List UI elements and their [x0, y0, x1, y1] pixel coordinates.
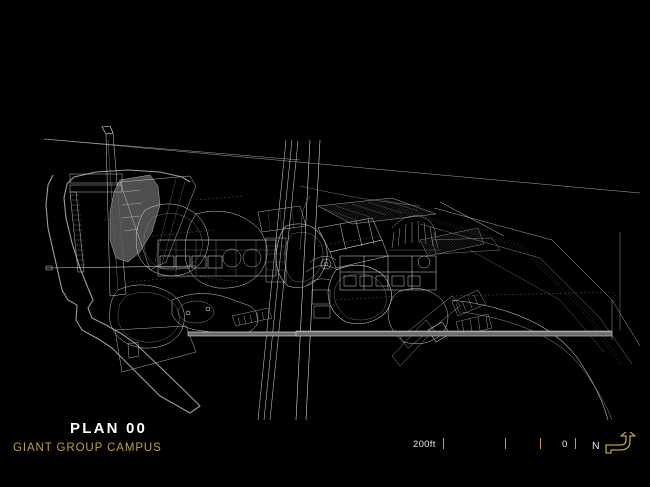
scale-tick [540, 438, 541, 449]
drawing-background [0, 0, 650, 420]
project-subtitle: GIANT GROUP CAMPUS [13, 442, 162, 454]
survey-lines [43, 138, 641, 194]
west-parcel-boundary [45, 169, 201, 414]
north-indicator: N [592, 432, 638, 458]
louvre-teeth [71, 194, 85, 266]
central-road-corridor [257, 139, 321, 420]
plan-linework [43, 125, 641, 420]
scale-zero-label: 0 [562, 439, 568, 450]
site-plan-svg [0, 0, 650, 420]
scale-tick [575, 438, 576, 449]
scale-tick [505, 438, 506, 449]
scale-max-label: 200ft [413, 439, 436, 450]
north-letter-label: N [592, 440, 600, 452]
setback-lines [103, 195, 401, 301]
north-arrow-icon [605, 432, 636, 454]
scale-bar: 200ft 0 [405, 436, 585, 456]
page-title: PLAN 00 [70, 420, 148, 437]
site-plan-drawing [0, 0, 650, 420]
ground-datum-band [187, 300, 613, 340]
west-building-cluster [69, 125, 273, 373]
title-block: PLAN 00 GIANT GROUP CAMPUS 200ft 0 N [0, 420, 650, 487]
scale-tick [443, 438, 444, 449]
